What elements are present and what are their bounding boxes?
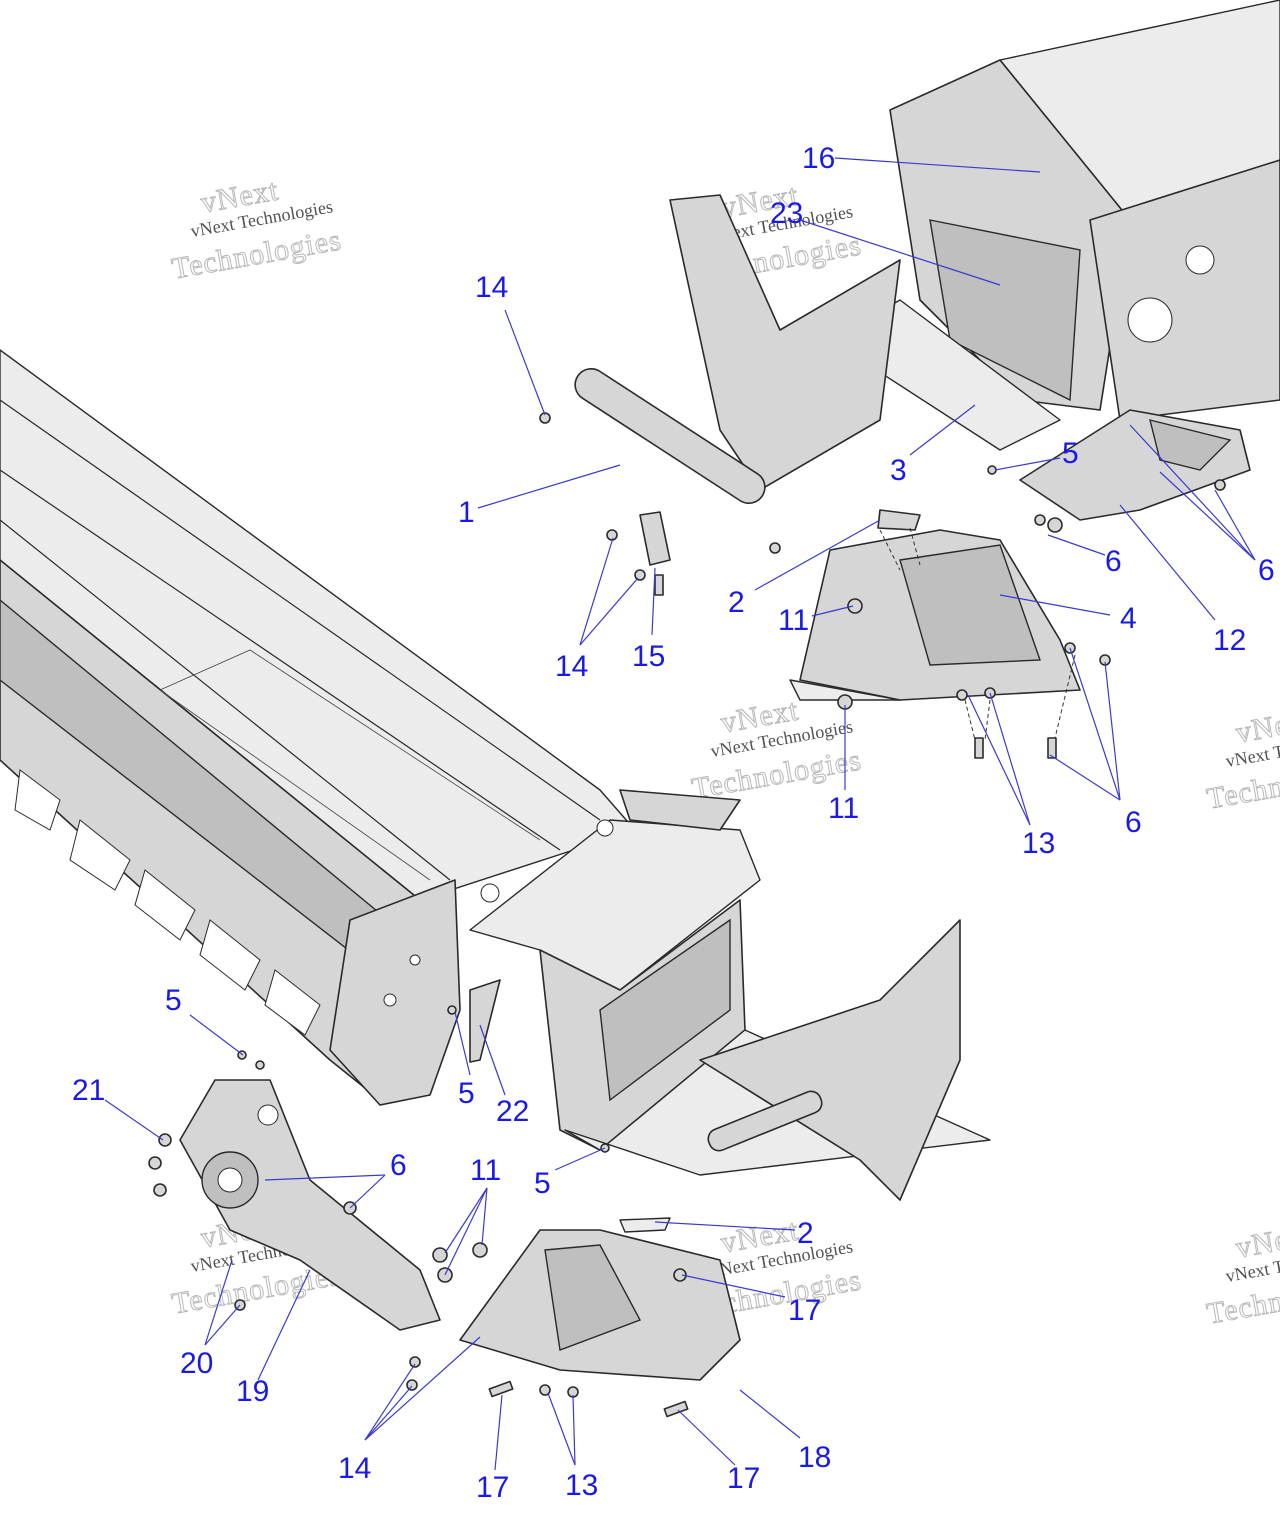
callout-2: 2 bbox=[797, 1217, 814, 1250]
callout-23: 23 bbox=[770, 197, 803, 230]
callout-4: 4 bbox=[1120, 602, 1137, 635]
callout-6: 6 bbox=[1105, 545, 1122, 578]
callout-15: 15 bbox=[632, 640, 665, 673]
watermark: vNext vNext Technologies Technologies bbox=[169, 173, 345, 286]
bracket-part-18 bbox=[459, 1217, 741, 1381]
callout-3: 3 bbox=[890, 454, 907, 487]
callout-12: 12 bbox=[1213, 624, 1246, 657]
callout-2: 2 bbox=[728, 586, 745, 619]
callout-6: 6 bbox=[1258, 554, 1275, 587]
fasteners bbox=[148, 412, 1226, 1418]
callout-16: 16 bbox=[802, 142, 835, 175]
callout-14: 14 bbox=[475, 271, 508, 304]
callout-13: 13 bbox=[565, 1469, 598, 1502]
bracket-part-4 bbox=[789, 509, 1081, 701]
callout-13: 13 bbox=[1022, 827, 1055, 860]
front-bulkhead-upper bbox=[574, 0, 1280, 504]
callout-11: 11 bbox=[778, 604, 809, 637]
dashed-guides bbox=[879, 527, 1076, 741]
leader-lines bbox=[104, 157, 1256, 1471]
front-bulkhead-lower bbox=[469, 789, 991, 1201]
callout-19: 19 bbox=[236, 1375, 269, 1408]
callout-21: 21 bbox=[72, 1074, 105, 1107]
callout-6: 6 bbox=[1125, 806, 1142, 839]
callout-17: 17 bbox=[727, 1462, 760, 1495]
rail-lattice bbox=[14, 769, 321, 1036]
callout-6: 6 bbox=[390, 1149, 407, 1182]
callout-5: 5 bbox=[1062, 437, 1079, 470]
callout-17: 17 bbox=[788, 1294, 821, 1327]
callout-labels: 1 2 2 3 4 5 5 5 5 6 6 6 6 11 11 11 12 13… bbox=[72, 142, 1275, 1504]
tunnel-rail-assembly bbox=[0, 349, 636, 1106]
callout-22: 22 bbox=[496, 1095, 529, 1128]
watermark: vNext vNext Technologies Technologies bbox=[689, 693, 865, 806]
callout-5: 5 bbox=[165, 984, 182, 1017]
callout-1: 1 bbox=[458, 496, 475, 529]
watermark: vNext vNext Technologies Technologies bbox=[1204, 1218, 1280, 1331]
callout-20: 20 bbox=[180, 1347, 213, 1380]
tube-part-1 bbox=[574, 368, 766, 504]
callout-17: 17 bbox=[476, 1471, 509, 1504]
callout-5: 5 bbox=[534, 1167, 551, 1200]
callout-18: 18 bbox=[798, 1441, 831, 1474]
arm-part-12 bbox=[1019, 409, 1251, 521]
callout-5: 5 bbox=[458, 1077, 475, 1110]
plate-part-19 bbox=[179, 1079, 441, 1331]
callout-14: 14 bbox=[338, 1452, 371, 1485]
callout-11: 11 bbox=[828, 792, 859, 825]
callout-14: 14 bbox=[555, 650, 588, 683]
watermark: vNext vNext Technologies Technologies bbox=[1204, 703, 1280, 816]
callout-11: 11 bbox=[470, 1154, 501, 1187]
